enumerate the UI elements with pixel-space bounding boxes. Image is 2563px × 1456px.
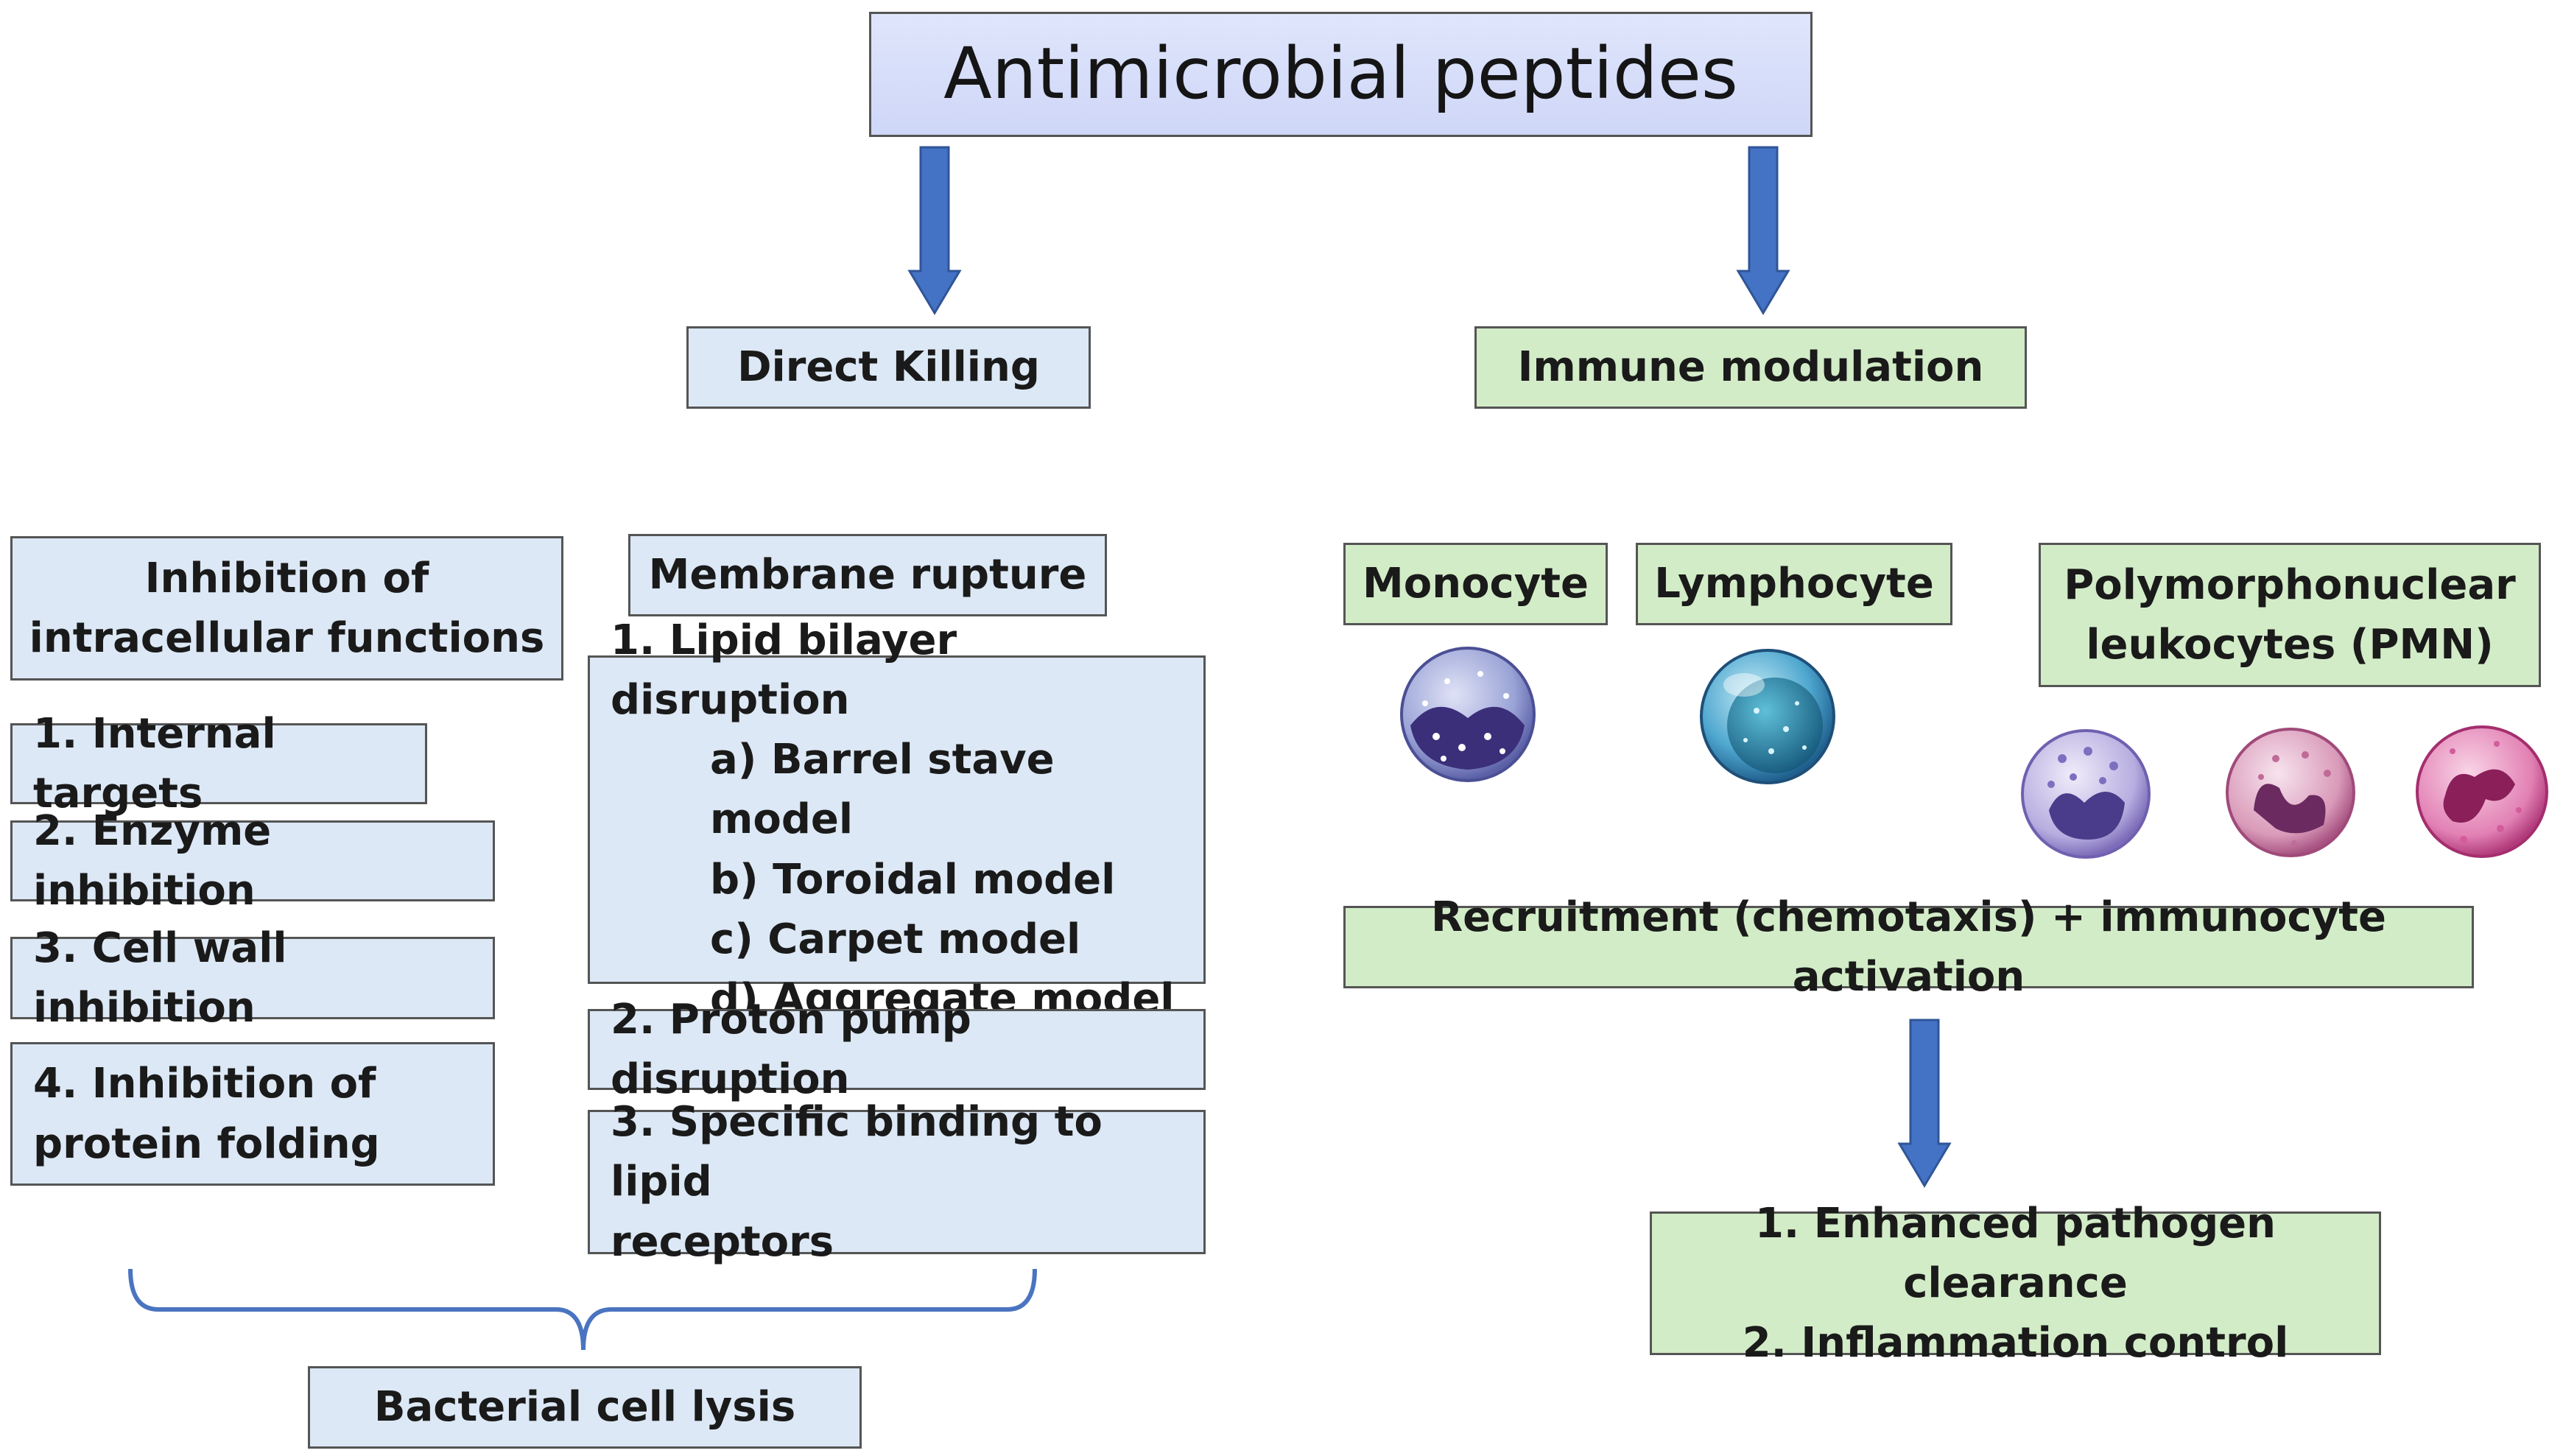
proton-pump-label: 2. Proton pump disruption	[611, 995, 971, 1103]
immune-modulation-box: Immune modulation	[1474, 326, 2027, 409]
lipid-bilayer-box: 1. Lipid bilayer disruption a) Barrel st…	[588, 616, 1206, 1023]
cell-wall-inhibition-label: 3. Cell wall inhibition	[33, 924, 287, 1032]
bacterial-cell-lysis-box: Bacterial cell lysis	[308, 1366, 862, 1449]
immune-modulation-label: Immune modulation	[1517, 343, 1984, 392]
internal-targets-box: 1. Internal targets	[10, 710, 427, 817]
pmn-cell-3-icon	[2416, 725, 2548, 858]
intracellular-header-box: Inhibition of intracellular functions	[10, 536, 563, 680]
arrow-to-outcomes	[1897, 1019, 1952, 1188]
direct-killing-label: Direct Killing	[737, 343, 1040, 392]
lymphocyte-box: Lymphocyte	[1636, 543, 1952, 625]
inflammation-control-label: 2. Inflammation control	[1742, 1319, 2289, 1368]
cell-wall-inhibition-box: 3. Cell wall inhibition	[10, 924, 495, 1032]
immune-outcomes-box: 1. Enhanced pathogen clearance 2. Inflam…	[1650, 1200, 2381, 1367]
carpet-model: c) Carpet model	[710, 915, 1081, 963]
recruitment-label: Recruitment (chemotaxis) + immunocyte ac…	[1431, 893, 2386, 1001]
lymphocyte-icon	[1700, 649, 1835, 784]
protein-folding-line-2: protein folding	[33, 1119, 380, 1168]
specific-binding-line-2: receptors	[611, 1217, 834, 1266]
pathogen-clearance-label: 1. Enhanced pathogen clearance	[1754, 1199, 2277, 1307]
intracellular-header-line-2: intracellular functions	[29, 614, 545, 662]
bacterial-cell-lysis-label: Bacterial cell lysis	[373, 1383, 796, 1432]
internal-targets-label: 1. Internal targets	[33, 709, 276, 817]
enzyme-inhibition-box: 2. Enzyme inhibition	[10, 807, 495, 915]
enzyme-inhibition-label: 2. Enzyme inhibition	[33, 806, 272, 915]
specific-binding-box: 3. Specific binding to lipid receptors	[588, 1098, 1206, 1266]
monocyte-icon	[1400, 647, 1536, 782]
lymphocyte-label: Lymphocyte	[1654, 560, 1934, 608]
membrane-rupture-box: Membrane rupture	[628, 534, 1107, 616]
pmn-box: Polymorphonuclear leukocytes (PMN)	[2039, 543, 2541, 687]
curly-brace	[128, 1268, 1037, 1351]
arrow-to-direct-killing	[907, 146, 962, 315]
title-box: Antimicrobial peptides	[869, 12, 1813, 137]
intracellular-header-line-1: Inhibition of	[144, 554, 429, 602]
pmn-label-line-2: leukocytes (PMN)	[2086, 621, 2494, 669]
direct-killing-box: Direct Killing	[686, 326, 1091, 409]
membrane-rupture-label: Membrane rupture	[648, 551, 1087, 599]
monocyte-label: Monocyte	[1363, 560, 1589, 608]
arrow-to-immune-modulation	[1736, 146, 1790, 315]
barrel-stave-model: a) Barrel stave model	[710, 736, 1055, 844]
pmn-label-line-1: Polymorphonuclear	[2064, 560, 2516, 609]
pmn-cell-2-icon	[2226, 728, 2355, 857]
specific-binding-line-1: 3. Specific binding to lipid	[611, 1098, 1103, 1206]
lipid-bilayer-label: 1. Lipid bilayer disruption	[611, 616, 957, 725]
diagram-title: Antimicrobial peptides	[943, 32, 1738, 116]
proton-pump-box: 2. Proton pump disruption	[588, 996, 1206, 1103]
pmn-cell-1-icon	[2021, 729, 2151, 859]
protein-folding-line-1: 4. Inhibition of	[33, 1060, 376, 1108]
toroidal-model: b) Toroidal model	[710, 855, 1116, 904]
protein-folding-box: 4. Inhibition of protein folding	[10, 1042, 495, 1186]
monocyte-box: Monocyte	[1343, 543, 1608, 625]
recruitment-box: Recruitment (chemotaxis) + immunocyte ac…	[1343, 893, 2474, 1001]
